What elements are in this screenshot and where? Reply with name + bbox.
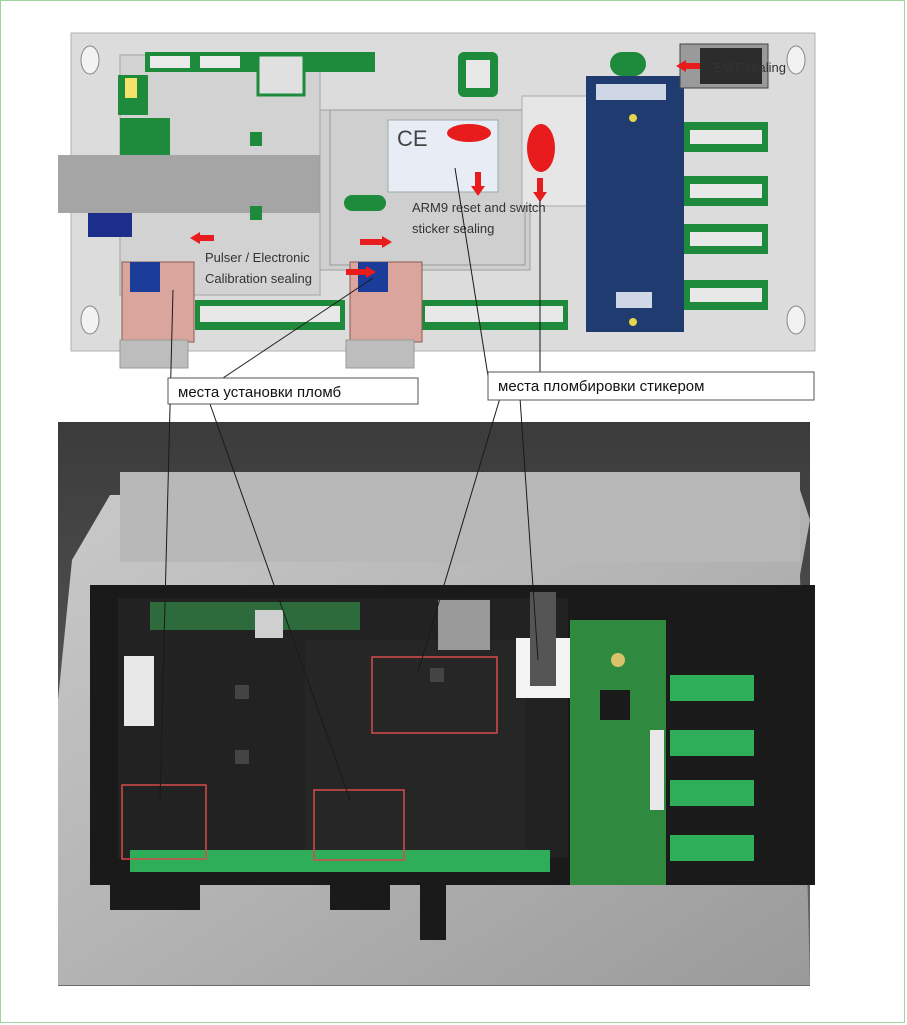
callout-box <box>167 377 419 405</box>
mount-foot <box>420 885 446 940</box>
callout-sticker-text: места пломбировки стикером <box>498 378 704 395</box>
arrow-down-icon <box>533 178 547 202</box>
mount-hole <box>80 45 100 75</box>
barcode-label <box>650 730 664 810</box>
arrow-down-icon <box>471 172 485 196</box>
bottom-terminal-strip <box>130 850 550 872</box>
battery <box>125 78 137 98</box>
callout-sticker-points: места пломбировки стикером <box>487 371 815 401</box>
usb-port <box>466 60 490 88</box>
highlight-box-seal-left <box>121 784 207 860</box>
leader-line <box>213 277 374 385</box>
pcb-part <box>120 118 170 158</box>
connector <box>616 292 652 308</box>
mount-hole <box>786 305 806 335</box>
cover-hole <box>430 668 444 682</box>
terminal-pins <box>425 306 563 322</box>
mount-hole <box>80 305 100 335</box>
callout-seal-points: места установки пломб <box>167 377 419 405</box>
leader-line <box>159 289 174 801</box>
blue-connector <box>88 213 132 237</box>
highlight-box-sticker <box>371 656 498 734</box>
board-photo <box>58 422 815 986</box>
pcb-part <box>344 195 386 211</box>
emt-body <box>700 48 762 84</box>
mount-foot <box>110 880 200 910</box>
leader-line <box>454 167 489 377</box>
label-pulser-line1: Pulser / Electronic <box>205 250 310 265</box>
seal-sticker-switch <box>527 124 555 172</box>
white-connector <box>124 656 154 726</box>
pcb-part <box>250 132 262 146</box>
leader-line <box>519 397 539 661</box>
connector <box>150 56 190 68</box>
terminal-pins <box>690 130 762 144</box>
seal-cap <box>358 262 388 292</box>
label-arm9-line2: sticker sealing <box>412 221 494 236</box>
usb-module <box>438 600 490 650</box>
highlight-box-seal-right <box>313 789 405 861</box>
cable-cover <box>58 155 338 213</box>
rj45-port <box>255 610 283 638</box>
cover-hole <box>235 685 249 699</box>
label-pulser-line2: Calibration sealing <box>205 271 312 286</box>
seal-sticker-ce <box>447 124 491 142</box>
screw <box>629 114 637 122</box>
header-pins <box>596 84 666 100</box>
chip <box>600 690 630 720</box>
terminal-block <box>670 730 754 756</box>
terminal-block <box>670 675 754 701</box>
arrow-right-icon <box>346 266 376 278</box>
arrow-right-icon <box>360 236 392 248</box>
inner-cover <box>305 640 525 860</box>
terminal-pins <box>690 184 762 198</box>
pcb-part <box>610 52 646 76</box>
mount-hole <box>786 45 806 75</box>
callout-seal-text: места установки пломб <box>178 384 341 401</box>
seal-cap <box>130 262 160 292</box>
connector <box>200 56 240 68</box>
leader-line <box>209 403 351 801</box>
leader-line <box>417 397 501 673</box>
mount-foot <box>330 880 390 910</box>
housing-foot <box>119 339 189 369</box>
terminal-pins <box>690 288 762 302</box>
terminal-pins <box>690 232 762 246</box>
arrow-left-icon <box>676 60 700 72</box>
screw <box>629 318 637 326</box>
housing-foot <box>345 339 415 369</box>
leader-lines <box>159 167 541 801</box>
terminal-block <box>670 835 754 861</box>
arrow-left-icon <box>190 232 214 244</box>
terminal-pins <box>200 306 340 322</box>
rj45-port <box>256 53 306 97</box>
cover-hole <box>235 750 249 764</box>
plate-flange <box>120 472 800 562</box>
terminal-block <box>670 780 754 806</box>
schematic-panel: CE <box>58 32 816 369</box>
pcb-part <box>250 206 262 220</box>
ce-mark: CE <box>397 126 428 151</box>
label-emt-sealing: EMT sealing <box>714 60 786 75</box>
label-arm9-line1: ARM9 reset and switch <box>412 200 546 215</box>
callout-box <box>487 371 815 401</box>
screw <box>611 653 625 667</box>
